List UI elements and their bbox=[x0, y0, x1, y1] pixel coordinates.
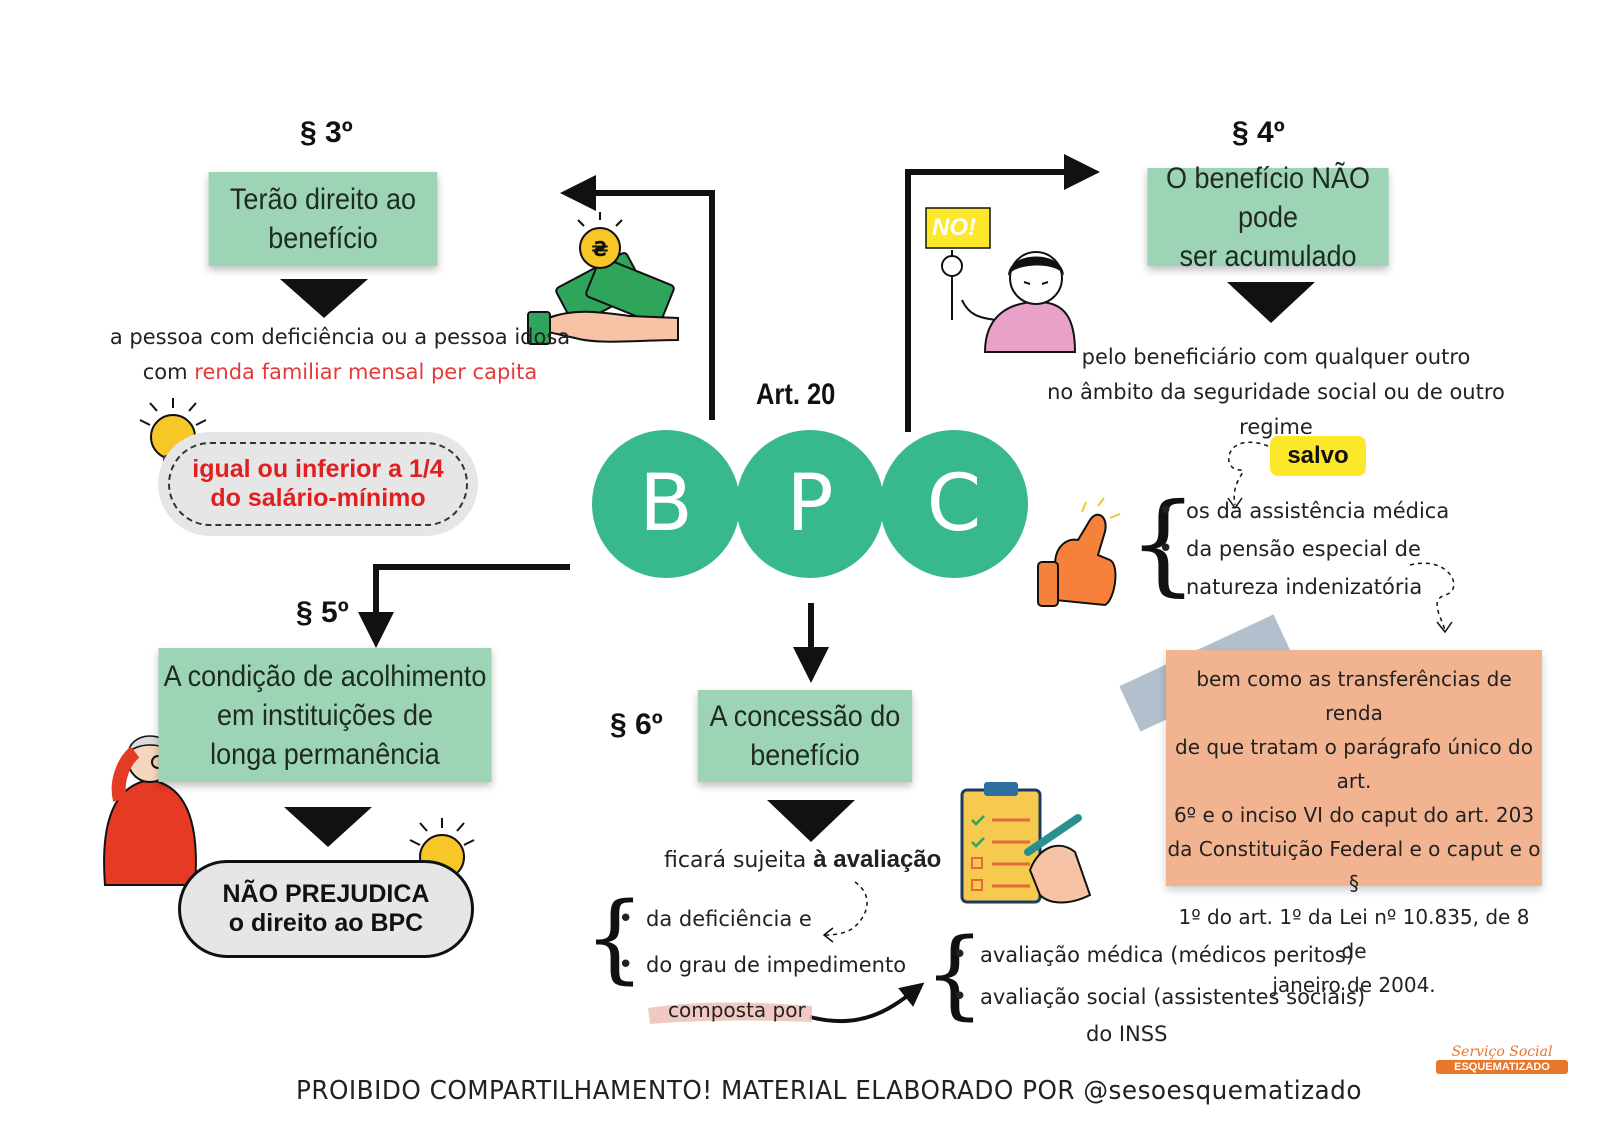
brand-logo-line: Serviço Social bbox=[1451, 1044, 1553, 1060]
money-hand-icon: ₴ bbox=[527, 212, 679, 345]
p4-bullets: os da assistência médica da pensão espec… bbox=[1158, 492, 1449, 606]
bpc-letter-b: B bbox=[592, 430, 740, 578]
clipboard-checklist-icon bbox=[960, 782, 1092, 904]
p4-note-line: 6º e o inciso VI do caput do art. 203 bbox=[1173, 803, 1535, 827]
p6-box-line: benefício bbox=[750, 739, 860, 772]
p3-text-line: a pessoa com deficiência ou a pessoa ido… bbox=[109, 325, 571, 349]
triangle-p5 bbox=[284, 807, 372, 847]
p6-label: § 6º bbox=[610, 708, 663, 741]
p5-box: A condição de acolhimento em instituiçõe… bbox=[158, 648, 492, 782]
p5-pill-line: NÃO PREJUDICA bbox=[222, 880, 430, 908]
arrow-to-p5 bbox=[358, 564, 570, 648]
p6-bullet: da deficiência e bbox=[618, 896, 906, 942]
p4-box-line: O benefício NÃO pode bbox=[1165, 161, 1371, 234]
p4-note-line: de que tratam o parágrafo único do art. bbox=[1175, 735, 1533, 793]
p3-text: a pessoa com deficiência ou a pessoa ido… bbox=[100, 320, 580, 390]
p6-avaliacao: à avaliação bbox=[813, 846, 942, 873]
p6-box-line: A concessão do bbox=[709, 700, 901, 733]
p3-box: Terão direito ao benefício bbox=[208, 172, 438, 266]
p6-text: ficará sujeita à avaliação bbox=[664, 846, 942, 873]
bpc-letter-p: P bbox=[736, 430, 884, 578]
p4-bullet-cont: natureza indenizatória bbox=[1186, 575, 1423, 599]
p3-income-highlight: renda familiar mensal per capita bbox=[194, 360, 538, 384]
footer-text: PROIBIDO COMPARTILHAMENTO! MATERIAL ELAB… bbox=[296, 1076, 1362, 1106]
article-label: Art. 20 bbox=[756, 378, 836, 411]
p4-note: bem como as transferências de renda de q… bbox=[1166, 650, 1542, 997]
p5-box-line: A condição de acolhimento bbox=[163, 659, 487, 693]
eval-bullet: avaliação social (assistentes sociais) bbox=[952, 976, 1365, 1018]
no-sign-text: NO! bbox=[932, 214, 976, 241]
p3-label: § 3º bbox=[300, 116, 353, 149]
salvo-badge: salvo bbox=[1270, 436, 1366, 476]
curved-arrow-composta bbox=[809, 982, 925, 1024]
p3-box-line: Terão direito ao bbox=[229, 183, 417, 216]
p3-box-line: benefício bbox=[268, 222, 378, 255]
p3-pill: igual ou inferior a 1/4 do salário-mínim… bbox=[158, 432, 478, 536]
p4-box: O benefício NÃO pode ser acumulado bbox=[1147, 162, 1389, 273]
composta-por: composta por bbox=[668, 998, 806, 1022]
p4-text-line: pelo beneficiário com qualquer outro bbox=[1081, 345, 1471, 369]
arrow-to-p4 bbox=[905, 154, 1100, 432]
dashed-arrow-salvo bbox=[1227, 441, 1269, 506]
thumbs-up-icon bbox=[1037, 497, 1121, 607]
p5-box-line: em instituições de bbox=[216, 698, 434, 732]
p5-box-line: longa permanência bbox=[210, 737, 440, 771]
p5-label: § 5º bbox=[296, 596, 349, 629]
p3-pill-line: do salário-mínimo bbox=[210, 484, 426, 512]
triangle-p3 bbox=[280, 279, 368, 318]
bpc-letter-c: C bbox=[880, 430, 1028, 578]
p5-pill: NÃO PREJUDICA o direito ao BPC bbox=[178, 860, 474, 958]
composta-highlight bbox=[648, 1002, 812, 1024]
svg-text:₴: ₴ bbox=[591, 237, 608, 261]
woman-no-sign-icon bbox=[925, 207, 1077, 353]
p4-bullet: da pensão especial de bbox=[1158, 530, 1449, 568]
p3-text-line: com renda familiar mensal per capita bbox=[142, 360, 538, 384]
arrow-to-p3 bbox=[560, 175, 715, 420]
brand-logo-line: ESQUEMATIZADO bbox=[1436, 1060, 1568, 1074]
triangle-p4 bbox=[1227, 282, 1315, 323]
p4-text: pelo beneficiário com qualquer outro no … bbox=[1026, 340, 1526, 445]
eval-bullet: avaliação médica (médicos peritos) bbox=[952, 934, 1365, 976]
p4-note-line: da Constituição Federal e o caput e o § bbox=[1167, 837, 1541, 895]
eval-bullets: avaliação médica (médicos peritos) avali… bbox=[952, 934, 1365, 1018]
eval-cont: do INSS bbox=[1086, 1022, 1168, 1046]
brand-logo: Serviço Social ESQUEMATIZADO bbox=[1436, 1044, 1568, 1074]
p4-label: § 4º bbox=[1232, 116, 1285, 149]
p5-pill-line: o direito ao BPC bbox=[228, 909, 424, 937]
p4-note-line: bem como as transferências de renda bbox=[1196, 667, 1512, 725]
triangle-p6 bbox=[767, 800, 855, 842]
p4-bullet: os da assistência médica bbox=[1158, 492, 1449, 530]
p6-box: A concessão do benefício bbox=[697, 690, 913, 782]
p3-pill-line: igual ou inferior a 1/4 bbox=[192, 455, 444, 483]
p4-box-line: ser acumulado bbox=[1179, 239, 1357, 273]
p6-bullet: do grau de impedimento bbox=[618, 942, 906, 988]
p4-text-line: no âmbito da seguridade social ou de out… bbox=[1047, 380, 1505, 439]
p6-bullets: da deficiência e do grau de impedimento bbox=[618, 896, 906, 988]
